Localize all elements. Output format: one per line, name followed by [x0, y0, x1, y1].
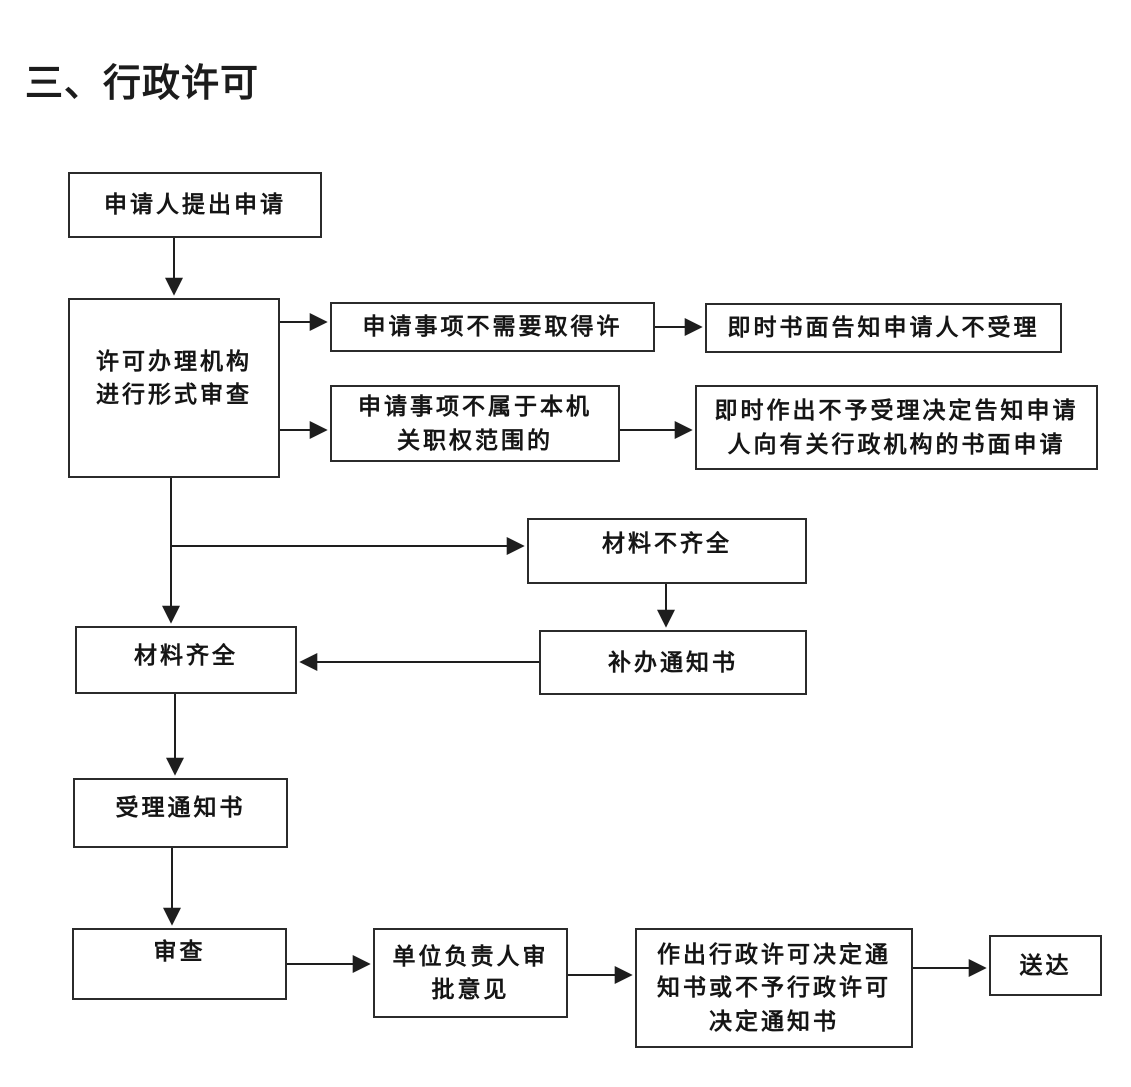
flow-node-supervisor-approval: 单位负责人审 批意见 — [373, 928, 568, 1018]
flow-node-written-notice-no-accept: 即时书面告知申请人不受理 — [705, 303, 1062, 353]
flow-node-license-decision: 作出行政许可决定通 知书或不予行政许可 决定通知书 — [635, 928, 913, 1048]
flow-node-acceptance-notice: 受理通知书 — [73, 778, 288, 848]
flow-node-delivery: 送达 — [989, 935, 1102, 996]
flow-node-no-license-needed: 申请事项不需要取得许 — [330, 302, 655, 352]
flow-node-supplement-notice: 补办通知书 — [539, 630, 807, 695]
flow-node-formal-review: 许可办理机构 进行形式审查 — [68, 298, 280, 478]
flow-node-reject-decision-notice: 即时作出不予受理决定告知申请 人向有关行政机构的书面申请 — [695, 385, 1098, 470]
flow-node-materials-complete: 材料齐全 — [75, 626, 297, 694]
flow-node-materials-incomplete: 材料不齐全 — [527, 518, 807, 584]
flow-node-apply: 申请人提出申请 — [68, 172, 322, 238]
flow-node-examination: 审查 — [72, 928, 287, 1000]
page-title: 三、行政许可 — [25, 63, 260, 105]
flow-node-not-jurisdiction: 申请事项不属于本机 关职权范围的 — [330, 385, 620, 462]
